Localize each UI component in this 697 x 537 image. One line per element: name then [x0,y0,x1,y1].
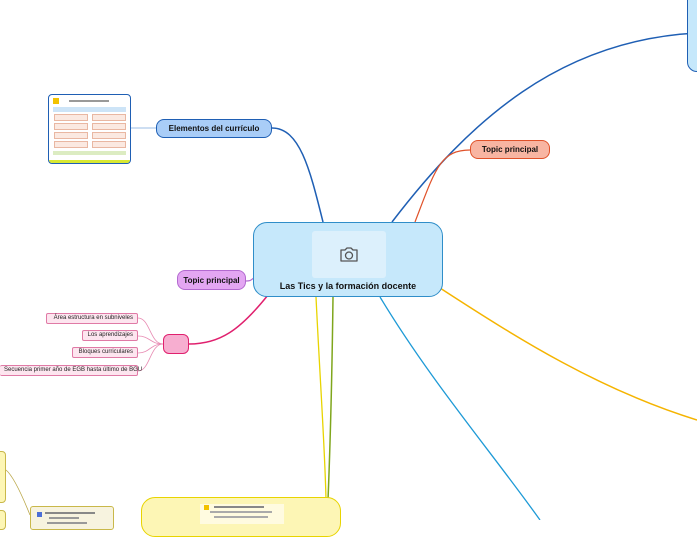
central-title: Las Tics y la formación docente [279,281,417,291]
edge-yellow-right [439,287,697,421]
edge-elementos [271,127,324,223]
topic-principal-left[interactable]: Topic principal [177,270,246,290]
edge-top-right [391,32,697,223]
topic-elementos-curriculo[interactable]: Elementos del currículo [156,119,272,138]
camera-icon [340,247,358,262]
curriculum-image [48,94,131,164]
leaf-bloques-curriculares[interactable]: Bloques curriculares [72,347,138,358]
topic-principal-right[interactable]: Topic principal [470,140,550,159]
edge-green-bottom [327,296,334,501]
edge-yellow-bottom [315,296,327,501]
central-topic[interactable]: Las Tics y la formación docente [253,222,443,297]
edge-cyan-bottom [379,296,541,520]
leaf-secuencia[interactable]: Secuencia primer año de EGB hasta último… [0,365,142,376]
edge-pink [188,294,269,345]
top-right-node[interactable] [687,0,697,72]
connector-lines [5,32,697,520]
leaf-los-aprendizajes[interactable]: Los aprendizajes [82,330,138,341]
pink-subtopic[interactable] [163,334,189,354]
leaf-area-estructura[interactable]: Área estructura en subniveles [46,313,138,324]
image-placeholder [312,231,386,278]
bottom-yellow-node[interactable] [141,497,341,537]
lower-left-node[interactable] [0,451,6,503]
lower-left-small-node[interactable] [0,510,6,530]
lower-left-image [30,506,114,530]
edge-topic-right [414,149,471,223]
